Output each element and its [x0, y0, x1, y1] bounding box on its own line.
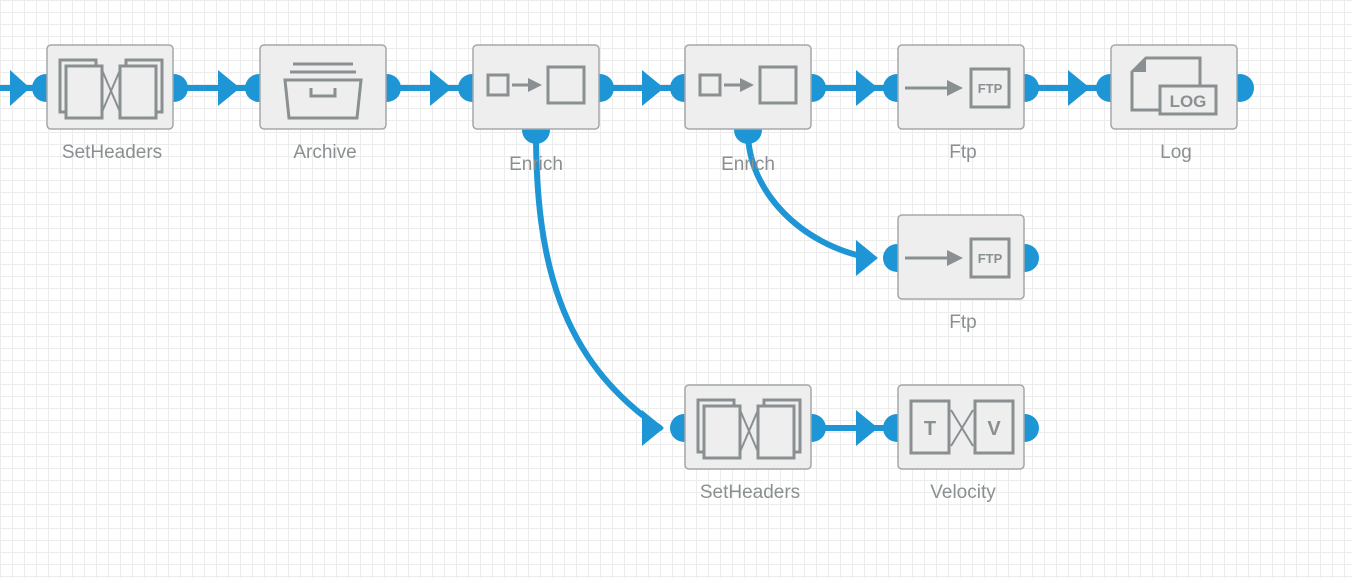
log-icon: LOG: [1130, 56, 1218, 116]
node-velocity[interactable]: T V Velocity: [883, 384, 1039, 503]
arrowhead-icon: [218, 70, 240, 106]
node-setheaders-2[interactable]: SetHeaders: [670, 384, 826, 503]
edge-enrich-setheaders: [533, 129, 663, 431]
svg-text:LOG: LOG: [1170, 92, 1207, 111]
arrowhead-icon: [1068, 70, 1090, 106]
arrowhead-icon: [430, 70, 452, 106]
arrowhead-icon: [642, 410, 664, 446]
node-ftp-1[interactable]: FTP Ftp: [883, 44, 1039, 163]
node-label: SetHeaders: [62, 142, 162, 163]
arrowhead-icon: [856, 410, 878, 446]
node-label: Ftp: [949, 312, 976, 333]
node-label: Ftp: [949, 142, 976, 163]
velocity-icon: T V: [909, 399, 1015, 455]
arrowhead-icon: [856, 70, 878, 106]
node-label: SetHeaders: [700, 482, 800, 503]
node-label: Log: [1160, 142, 1192, 163]
svg-text:T: T: [924, 418, 936, 440]
svg-text:FTP: FTP: [978, 81, 1003, 96]
arrowhead-icon: [642, 70, 664, 106]
node-setheaders-1[interactable]: SetHeaders: [32, 44, 188, 163]
flow-connections: [0, 85, 1103, 431]
node-label: Velocity: [930, 482, 996, 503]
arrowhead-icon: [856, 240, 878, 276]
node-enrich-2[interactable]: Enrich: [670, 44, 826, 175]
node-label: Enrich: [721, 154, 775, 175]
input-ports: [10, 70, 1090, 446]
ftp-icon: FTP: [903, 67, 1011, 109]
node-ftp-2[interactable]: FTP Ftp: [883, 214, 1039, 333]
svg-text:V: V: [987, 418, 1001, 440]
svg-text:FTP: FTP: [978, 251, 1003, 266]
node-log[interactable]: LOG Log: [1096, 44, 1254, 163]
edge-enrich-ftp-2: [745, 129, 873, 261]
node-archive[interactable]: Archive: [245, 44, 401, 163]
ftp-icon: FTP: [903, 237, 1011, 279]
node-label: Archive: [293, 142, 356, 163]
node-enrich-1[interactable]: Enrich: [458, 44, 614, 175]
node-label: Enrich: [509, 154, 563, 175]
archive-icon: [283, 62, 363, 120]
arrowhead-icon: [10, 70, 30, 106]
